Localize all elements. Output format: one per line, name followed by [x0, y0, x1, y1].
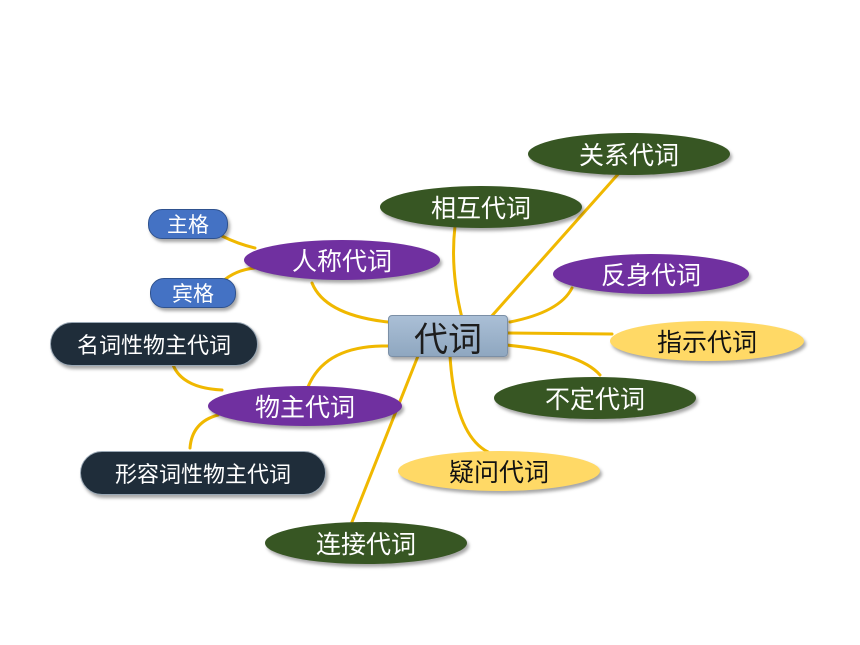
node-personal-label: 人称代词	[291, 247, 392, 276]
link-relative	[488, 170, 622, 320]
link-reciprocal	[452, 224, 464, 320]
node-noun-possessive-label: 名词性物主代词	[76, 334, 231, 359]
link-personal	[310, 281, 390, 324]
node-relative: 关系代词	[528, 133, 730, 175]
node-indefinite-label: 不定代词	[544, 385, 645, 414]
node-subjective: 主格	[148, 209, 228, 239]
link-adj-possessive	[188, 413, 220, 450]
link-indefinite	[504, 343, 602, 377]
node-interrogative-label: 疑问代词	[448, 458, 549, 487]
node-noun-possessive: 名词性物主代词	[50, 322, 258, 366]
node-demonstrative: 指示代词	[610, 321, 804, 361]
node-possessive: 物主代词	[208, 386, 402, 426]
node-conjunctive-label: 连接代词	[315, 530, 416, 559]
node-interrogative: 疑问代词	[398, 451, 600, 491]
center-label: 代词	[414, 319, 482, 360]
node-subjective-label: 主格	[167, 213, 209, 237]
node-reciprocal: 相互代词	[380, 186, 582, 228]
node-reciprocal-label: 相互代词	[430, 194, 531, 223]
node-adj-possessive: 形容词性物主代词	[80, 451, 326, 495]
node-relative-label: 关系代词	[578, 141, 679, 170]
node-reflexive-label: 反身代词	[600, 261, 701, 290]
link-reflexive	[508, 286, 574, 324]
node-adj-possessive-label: 形容词性物主代词	[114, 463, 291, 488]
link-noun-possessive	[170, 360, 224, 392]
node-indefinite: 不定代词	[494, 377, 696, 419]
node-personal: 人称代词	[244, 240, 440, 280]
link-conjunctive	[350, 354, 420, 524]
node-objective: 宾格	[150, 278, 236, 308]
link-demonstrative	[504, 331, 614, 336]
link-interrogative	[448, 354, 490, 454]
node-demonstrative-label: 指示代词	[656, 328, 757, 357]
center-node: 代词	[388, 315, 508, 360]
node-objective-label: 宾格	[172, 282, 214, 306]
link-possessive	[306, 344, 390, 389]
node-possessive-label: 物主代词	[254, 393, 355, 422]
node-conjunctive: 连接代词	[265, 522, 467, 564]
link-subjective	[220, 234, 257, 250]
node-reflexive: 反身代词	[553, 254, 749, 294]
